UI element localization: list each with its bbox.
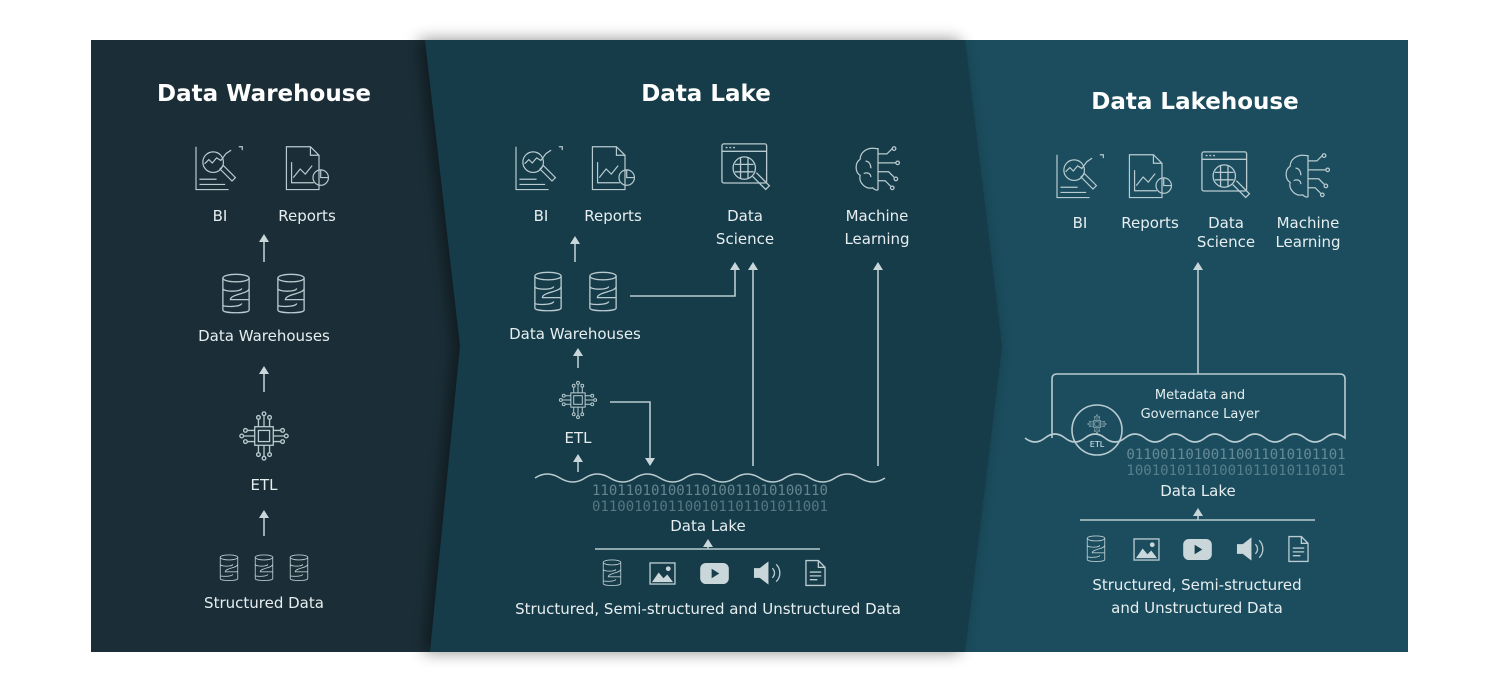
lakehouse-binary-2: 10010101101001011010110101 <box>1126 463 1345 479</box>
arrow-up <box>595 539 820 550</box>
lake-bi-label: BI <box>534 207 549 225</box>
lake-panel <box>425 40 1002 652</box>
video-icon <box>1183 539 1212 560</box>
warehouse-sources-label: Structured Data <box>204 594 324 612</box>
lake-ds-label-2: Science <box>716 230 774 248</box>
lake-title: Data Lake <box>641 81 771 107</box>
arrow-up <box>259 510 269 536</box>
metadata-label-2: Governance Layer <box>1141 407 1260 422</box>
lake-etl-label: ETL <box>565 429 593 447</box>
lakehouse-sources-label-2: and Unstructured Data <box>1111 599 1283 617</box>
lake-reports-label: Reports <box>584 207 642 225</box>
arrow-up <box>1080 508 1315 521</box>
layer-to-consumers-arrow <box>1193 262 1203 374</box>
warehouse-bi-label: BI <box>213 207 228 225</box>
etl-cycle-icon <box>1071 404 1123 456</box>
arrow-up <box>570 236 580 262</box>
lakehouse-etl-label: ETL <box>1090 440 1105 449</box>
arrow-up <box>259 366 269 392</box>
lakehouse-reports-label: Reports <box>1121 214 1179 232</box>
lakehouse-ml-label-1: Machine <box>1277 214 1340 232</box>
lake-binary-1: 1101101010011010011010100110 <box>592 483 828 499</box>
lake-to-ml-arrow <box>873 262 883 466</box>
dw-to-ds-arrow <box>630 262 740 297</box>
warehouse-dw-label: Data Warehouses <box>198 327 330 345</box>
lake-ds-label-1: Data <box>727 207 763 225</box>
arrow-up <box>573 454 583 472</box>
arrow-up <box>259 234 269 262</box>
lake-wave <box>534 473 886 483</box>
video-icon <box>700 563 729 584</box>
lakehouse-ds-label-1: Data <box>1208 214 1244 232</box>
etl-to-lake-arrow <box>610 401 655 466</box>
lakehouse-ds-label-2: Science <box>1197 233 1255 251</box>
lake-dw-label: Data Warehouses <box>509 325 641 343</box>
warehouse-panel <box>91 40 471 652</box>
lake-sources-label: Structured, Semi-structured and Unstruct… <box>515 600 901 618</box>
warehouse-title: Data Warehouse <box>157 81 371 107</box>
metadata-governance-layer-box <box>1024 373 1346 443</box>
lakehouse-bi-label: BI <box>1073 214 1088 232</box>
lakehouse-sources-label-1: Structured, Semi-structured <box>1092 576 1301 594</box>
lakehouse-panel <box>960 40 1408 652</box>
warehouse-reports-label: Reports <box>278 207 336 225</box>
lakehouse-binary-1: 01100110100110011010101101 <box>1126 447 1345 463</box>
lake-to-ds-arrow <box>748 262 758 466</box>
lake-data-lake-label: Data Lake <box>670 517 746 535</box>
lake-binary-2: 0110010101100101101101011001 <box>592 499 828 515</box>
lakehouse-data-lake-label: Data Lake <box>1160 482 1236 500</box>
lakehouse-ml-label-2: Learning <box>1275 233 1340 251</box>
warehouse-etl-label: ETL <box>251 476 279 494</box>
lake-ml-label-1: Machine <box>846 207 909 225</box>
metadata-label-1: Metadata and <box>1155 388 1245 403</box>
arrow-up <box>573 348 583 368</box>
lake-ml-label-2: Learning <box>844 230 909 248</box>
lakehouse-title: Data Lakehouse <box>1091 89 1298 115</box>
